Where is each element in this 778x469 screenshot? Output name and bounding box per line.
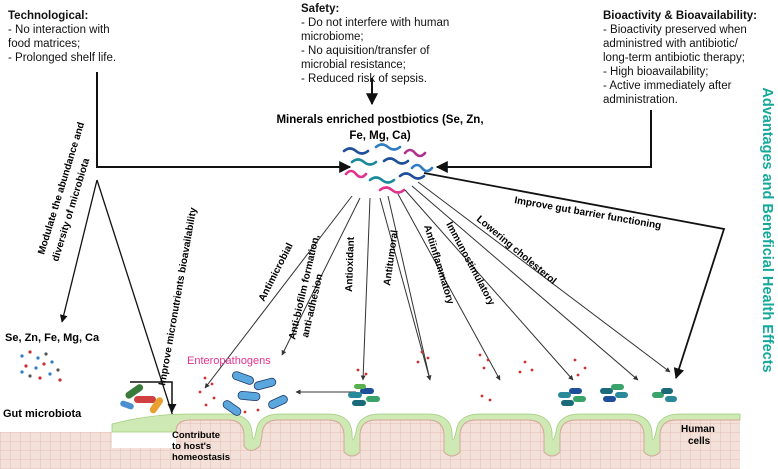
human-cells-line2: cells xyxy=(688,436,711,447)
safety-line: microbial resistance; xyxy=(301,59,406,71)
center-title-line1: Minerals enriched postbiotics (Se, Zn, xyxy=(276,114,483,126)
safety-line: microbiome; xyxy=(301,31,364,43)
red-dots xyxy=(198,350,587,414)
bioactivity-line: long-term antibiotic therapy; xyxy=(603,52,745,64)
bioactivity-arrow xyxy=(435,110,652,173)
safety-line: - Reduced risk of sepsis. xyxy=(301,73,427,85)
safety-line: - No aquisition/transfer of xyxy=(301,45,430,57)
technological-line: - No interaction with xyxy=(8,24,110,36)
bioactivity-line: administration. xyxy=(603,94,678,106)
center-title-line2: Fe, Mg, Ca) xyxy=(349,130,411,142)
technological-line: - Prolonged shelf life. xyxy=(8,52,117,64)
postbiotic-clusters xyxy=(348,384,677,406)
bioactivity-line: administred with antibiotic/ xyxy=(603,38,738,50)
bioactivity-title: Bioactivity & Bioavailability: xyxy=(603,10,758,22)
label-antioxidant: Antioxidant xyxy=(344,236,357,292)
human-cells-line1: Human xyxy=(681,424,715,435)
mineral-dots xyxy=(20,350,62,382)
postbiotics-icon xyxy=(342,143,434,194)
bioactivity-line: - High bioavailability; xyxy=(603,66,709,78)
bioactivity-line: - Active immediately after xyxy=(603,80,732,92)
micronutrient-arrow xyxy=(96,179,180,433)
contribute-line3: homeostasis xyxy=(172,452,230,463)
gut-microbiota-icon xyxy=(120,384,164,414)
technological-arrow xyxy=(96,72,352,173)
label-antitumoral: Antitumoral xyxy=(382,229,401,286)
crypt-fill xyxy=(175,419,740,457)
side-title: Advantages and Beneficial Health Effects xyxy=(759,87,775,372)
microbiota-arrow xyxy=(130,381,177,413)
technological-title: Technological: xyxy=(8,10,89,22)
minerals-label: Se, Zn, Fe, Mg, Ca xyxy=(5,332,100,344)
effect-arrows xyxy=(204,181,671,395)
safety-line: - Do not interfere with human xyxy=(301,17,450,29)
bioactivity-line: - Bioactivity preserved when xyxy=(603,24,747,36)
safety-title: Safety: xyxy=(301,3,340,15)
technological-block: Technological: - No interaction with foo… xyxy=(8,9,116,65)
gut-microbiota-label: Gut microbiota xyxy=(3,408,82,420)
gut-barrier-arrow xyxy=(423,172,726,380)
enteropathogens-label: Enteropathogens xyxy=(187,355,271,367)
technological-line: food matrices; xyxy=(8,38,81,50)
intestinal-epithelium xyxy=(0,420,740,469)
bioactivity-block: Bioactivity & Bioavailability: - Bioacti… xyxy=(603,9,757,107)
contribute-line1: Contribute xyxy=(172,430,220,441)
safety-block: Safety: - Do not interfere with human mi… xyxy=(301,2,449,86)
contribute-line2: to host's xyxy=(172,441,211,452)
enteropathogens-icon xyxy=(222,371,288,416)
modulate-arrow xyxy=(59,179,98,323)
